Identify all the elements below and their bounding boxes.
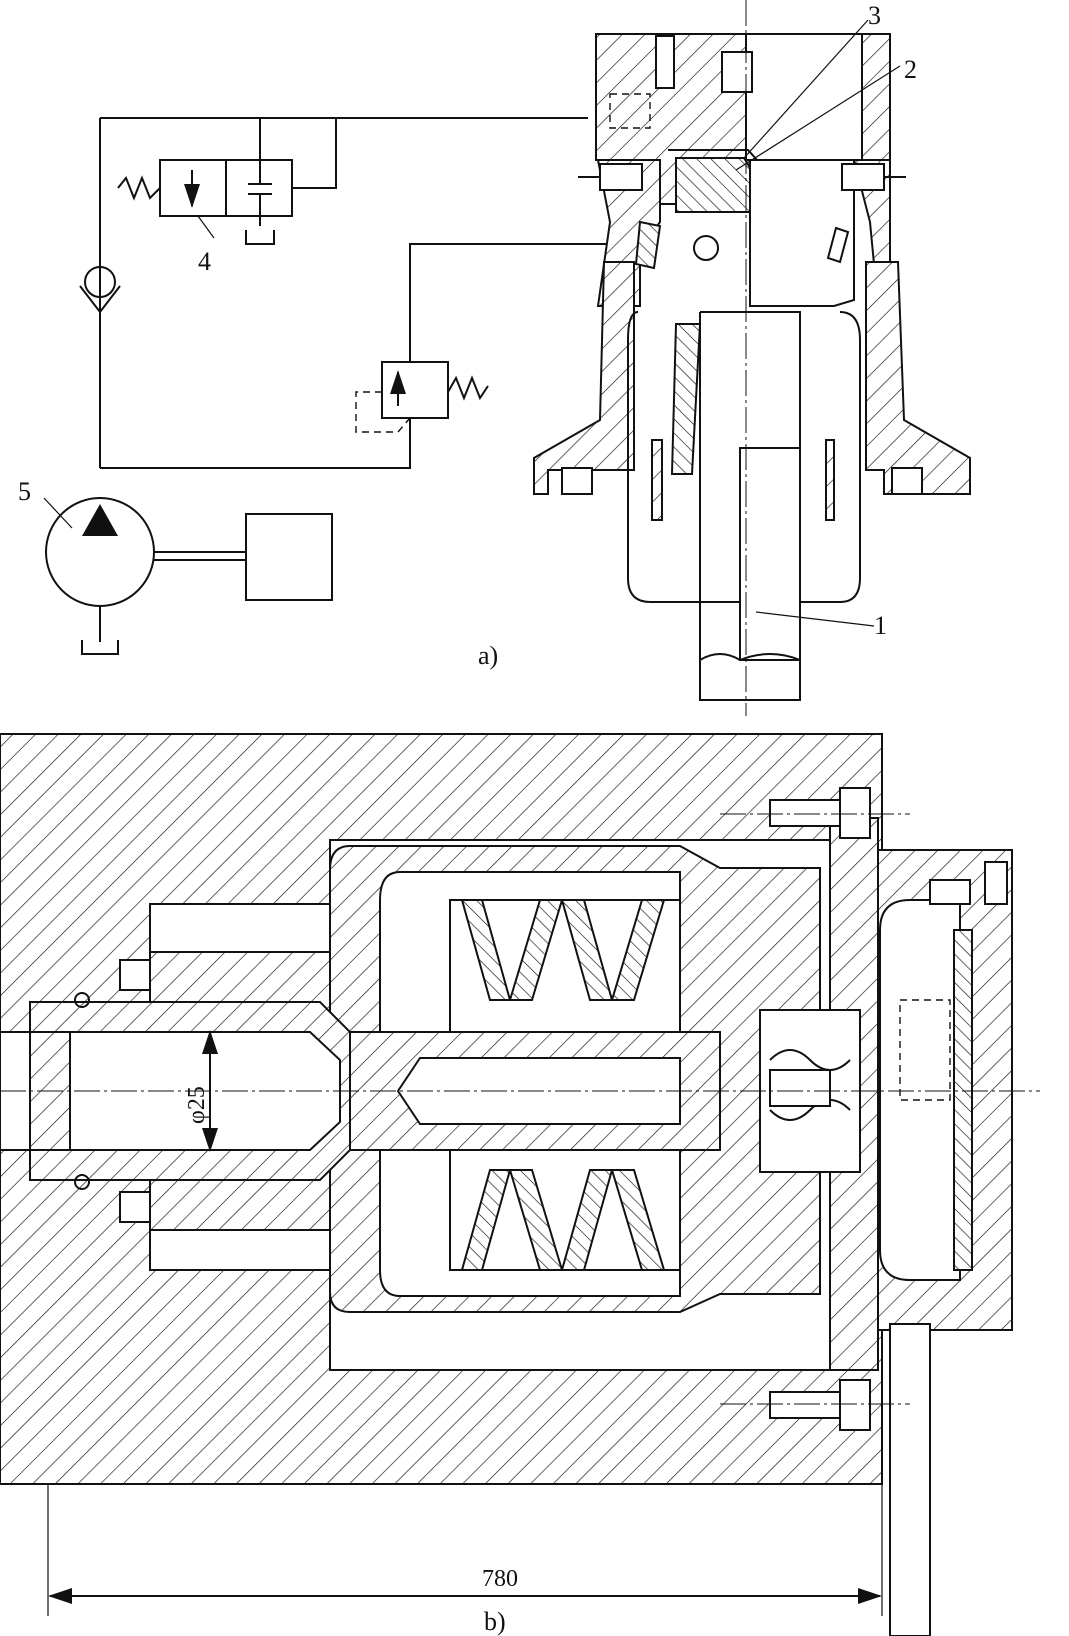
output-arm [889, 1323, 931, 1636]
left-flange [533, 261, 635, 495]
clamping-unit-section [0, 733, 1040, 1636]
length-dimension [47, 1484, 883, 1616]
hydraulic-pump-5 [43, 497, 333, 655]
relief-valve [355, 243, 616, 433]
tank-icon [245, 230, 275, 245]
shaft-1 [700, 311, 801, 661]
label-5: 5 [18, 477, 31, 506]
label-4: 4 [198, 247, 211, 276]
spindle-section [533, 0, 971, 716]
diameter-label: φ25 [184, 1086, 210, 1124]
top-screw [655, 35, 675, 89]
caption-a: a) [478, 641, 498, 670]
right-flange [865, 261, 971, 495]
spring-icon [447, 375, 489, 401]
label-1: 1 [874, 611, 887, 640]
hydraulic-circuit [43, 117, 616, 655]
length-label: 780 [482, 1566, 518, 1592]
shaft-end [699, 653, 801, 701]
upper-bolt [769, 799, 841, 827]
directional-valve-4 [117, 118, 337, 245]
motor-box [245, 513, 333, 601]
pump-arrow-icon [82, 504, 118, 536]
part-2 [675, 157, 761, 213]
label-2: 2 [904, 55, 917, 84]
piston-body [329, 845, 821, 1313]
relief-feed-line [100, 418, 411, 469]
check-valve-icon [79, 266, 121, 314]
spring-icon [117, 175, 161, 201]
tank-icon [81, 640, 119, 655]
label-3: 3 [868, 1, 881, 30]
disc-springs-upper [460, 899, 666, 1001]
disc-springs-lower [460, 1169, 666, 1271]
lower-bolt [769, 1391, 841, 1419]
caption-b: b) [484, 1607, 506, 1636]
